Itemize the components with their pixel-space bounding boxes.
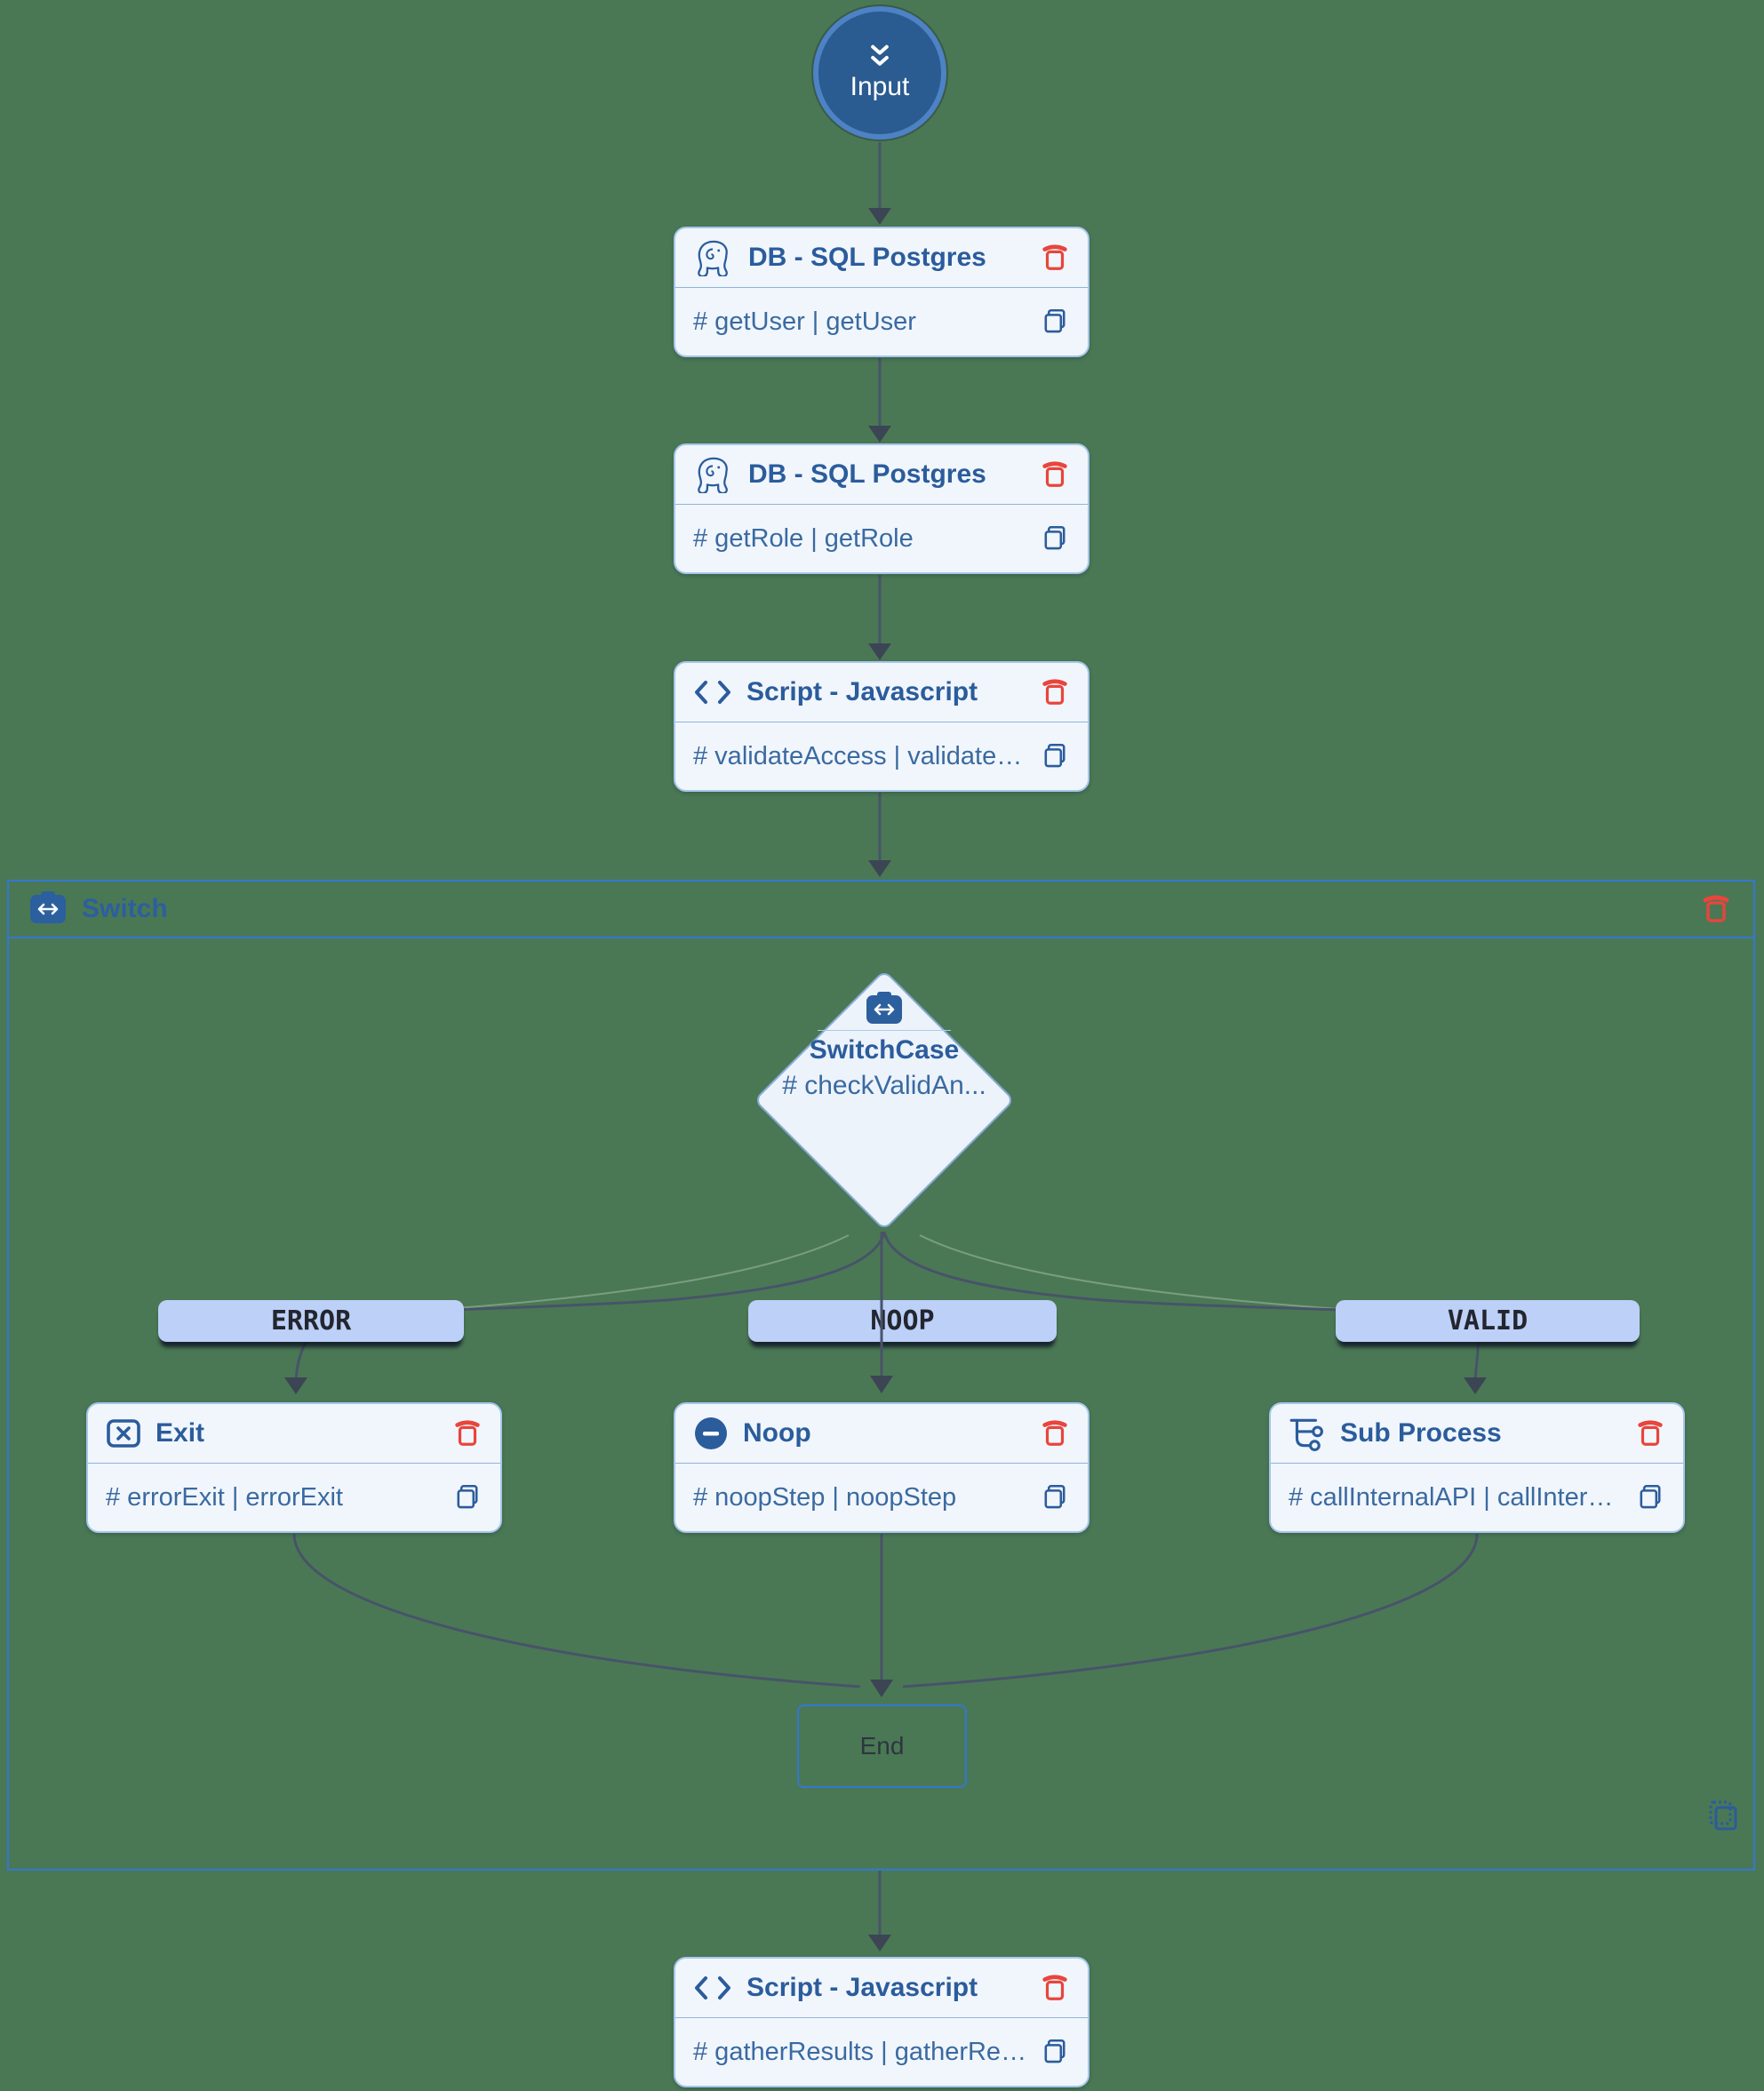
- node-exit[interactable]: Exit # errorExit | errorExit: [86, 1402, 502, 1533]
- node-exit-meta: # errorExit | errorExit: [106, 1482, 343, 1512]
- double-chevron-down-icon: [871, 44, 889, 66]
- node-getuser-header: DB - SQL Postgres: [675, 228, 1088, 288]
- node-subprocess-delete-button[interactable]: [1635, 1417, 1665, 1449]
- input-node[interactable]: Input: [813, 6, 946, 140]
- switch-icon: [30, 895, 66, 923]
- node-getuser-title: DB - SQL Postgres: [748, 243, 986, 272]
- node-gatherresults-title: Script - Javascript: [746, 1973, 978, 2002]
- switch-delete-button[interactable]: [1700, 892, 1732, 926]
- node-gatherresults-delete-button[interactable]: [1040, 1972, 1070, 2004]
- noop-icon: [695, 1417, 727, 1449]
- node-getuser-body: # getUser | getUser: [675, 288, 1088, 355]
- subprocess-icon: [1289, 1418, 1323, 1452]
- node-validateaccess-meta: # validateAccess | validateAc...: [693, 741, 1029, 770]
- node-getrole-meta: # getRole | getRole: [693, 523, 914, 553]
- branch-label-noop: NOOP: [748, 1300, 1057, 1342]
- node-subprocess-meta: # callInternalAPI | callInternal...: [1289, 1482, 1624, 1512]
- node-exit-title: Exit: [156, 1418, 205, 1448]
- node-getuser-delete-button[interactable]: [1040, 242, 1070, 274]
- node-getrole-copy-button[interactable]: [1040, 523, 1070, 554]
- branch-label-error: ERROR: [158, 1300, 464, 1342]
- node-exit-copy-button[interactable]: [452, 1482, 483, 1512]
- node-noop-body: # noopStep | noopStep: [675, 1464, 1088, 1531]
- node-exit-delete-button[interactable]: [452, 1417, 483, 1449]
- postgres-icon: [698, 240, 728, 276]
- node-validateaccess-copy-button[interactable]: [1040, 741, 1070, 771]
- code-icon: [695, 681, 730, 704]
- node-noop-copy-button[interactable]: [1040, 1482, 1070, 1512]
- node-getuser[interactable]: DB - SQL Postgres # getUser | getUser: [674, 227, 1090, 357]
- node-noop-header: Noop: [675, 1404, 1088, 1464]
- node-noop-title: Noop: [743, 1418, 811, 1448]
- node-getrole-delete-button[interactable]: [1040, 459, 1070, 491]
- node-getrole-header: DB - SQL Postgres: [675, 445, 1088, 505]
- node-gatherresults[interactable]: Script - Javascript # gatherResults | ga…: [674, 1957, 1090, 2087]
- node-getrole-body: # getRole | getRole: [675, 505, 1088, 572]
- node-gatherresults-copy-button[interactable]: [1040, 2037, 1070, 2067]
- node-noop-delete-button[interactable]: [1040, 1417, 1070, 1449]
- node-gatherresults-body: # gatherResults | gatherResu...: [675, 2018, 1088, 2086]
- switch-header[interactable]: Switch: [9, 882, 1753, 938]
- node-subprocess[interactable]: Sub Process # callInternalAPI | callInte…: [1269, 1402, 1685, 1533]
- node-subprocess-title: Sub Process: [1340, 1418, 1502, 1448]
- node-validateaccess-title: Script - Javascript: [746, 677, 978, 706]
- node-validateaccess-header: Script - Javascript: [675, 663, 1088, 722]
- node-getrole[interactable]: DB - SQL Postgres # getRole | getRole: [674, 443, 1090, 574]
- end-node-label: End: [859, 1732, 905, 1760]
- node-validateaccess[interactable]: Script - Javascript # validateAccess | v…: [674, 661, 1090, 792]
- node-getuser-meta: # getUser | getUser: [693, 307, 916, 336]
- end-node[interactable]: End: [797, 1704, 967, 1788]
- node-validateaccess-body: # validateAccess | validateAc...: [675, 722, 1088, 790]
- node-gatherresults-header: Script - Javascript: [675, 1959, 1088, 2018]
- node-noop[interactable]: Noop # noopStep | noopStep: [674, 1402, 1090, 1533]
- node-validateaccess-delete-button[interactable]: [1040, 676, 1070, 708]
- postgres-icon: [698, 457, 728, 493]
- exit-icon: [107, 1419, 140, 1448]
- input-node-label: Input: [850, 72, 910, 101]
- node-gatherresults-meta: # gatherResults | gatherResu...: [693, 2037, 1029, 2066]
- node-getuser-copy-button[interactable]: [1040, 307, 1070, 337]
- node-subprocess-body: # callInternalAPI | callInternal...: [1271, 1464, 1683, 1531]
- node-subprocess-copy-button[interactable]: [1635, 1482, 1665, 1512]
- node-subprocess-header: Sub Process: [1271, 1404, 1683, 1464]
- switch-container[interactable]: Switch: [7, 880, 1755, 1871]
- node-exit-header: Exit: [88, 1404, 500, 1464]
- code-icon: [695, 1976, 730, 1999]
- switch-title: Switch: [82, 894, 168, 923]
- branch-label-valid: VALID: [1336, 1300, 1640, 1342]
- node-noop-meta: # noopStep | noopStep: [693, 1482, 957, 1512]
- switch-copy-button[interactable]: [1704, 1798, 1740, 1833]
- node-exit-body: # errorExit | errorExit: [88, 1464, 500, 1531]
- node-getrole-title: DB - SQL Postgres: [748, 459, 986, 489]
